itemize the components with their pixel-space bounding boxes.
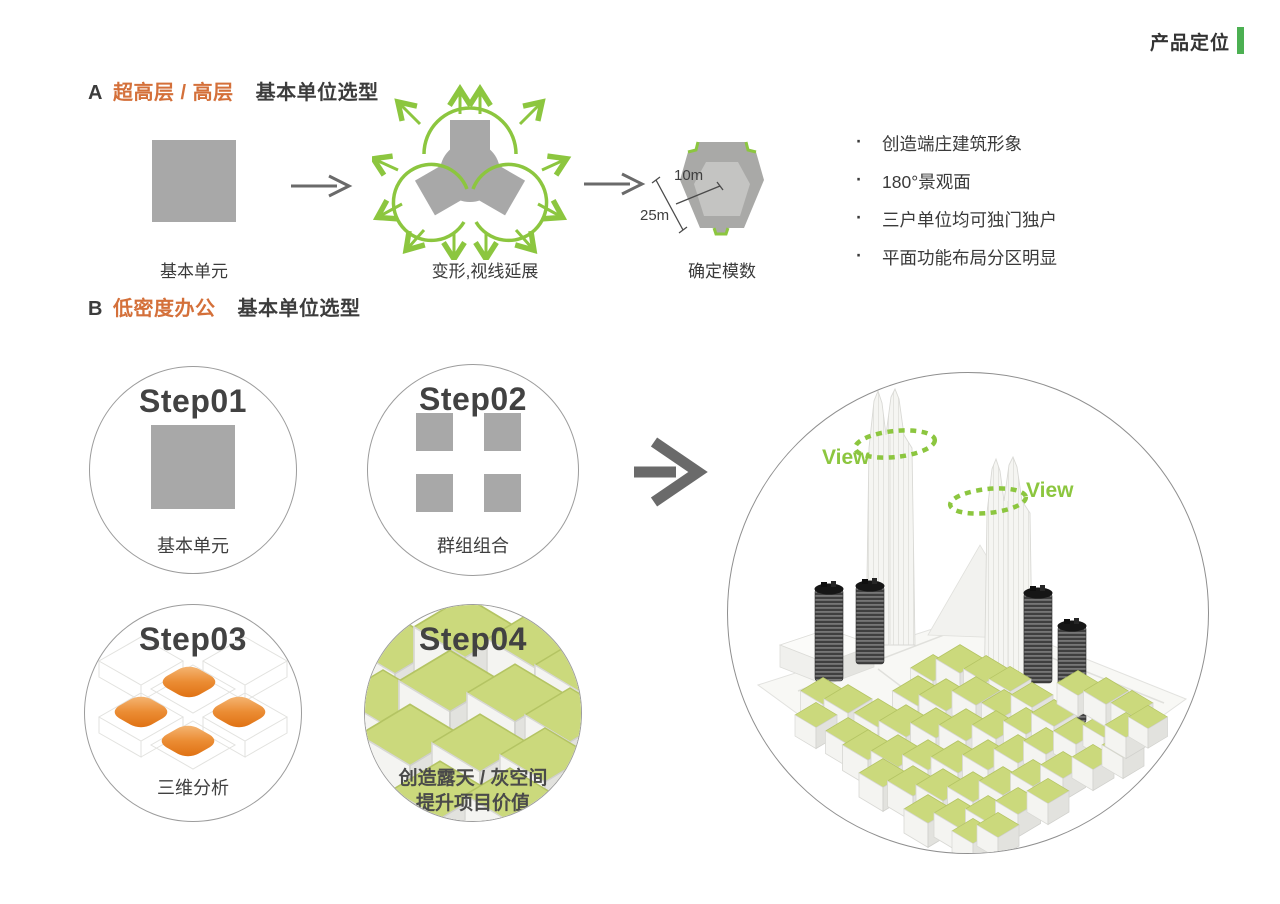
section-b-prefix: B: [88, 298, 103, 320]
bullet-dot: ·: [856, 169, 862, 189]
step04-caption-line1: 创造露天 / 灰空间: [398, 768, 548, 789]
module-diagram: 10m 25m: [640, 141, 764, 236]
morph-label: 变形,视线延展: [431, 262, 539, 281]
bullet-item: · 平面功能布局分区明显: [852, 245, 1057, 270]
section-a-prefix: A: [88, 82, 103, 104]
step02-grid: [416, 413, 521, 512]
bullet-text: 平面功能布局分区明显: [882, 248, 1057, 268]
bullet-dot: ·: [856, 245, 862, 265]
dim-25m: 25m: [640, 207, 669, 224]
step04-caption-line2: 提升项目价值: [415, 793, 530, 814]
masterplan-circle: [727, 372, 1209, 854]
title-accent-bar: [1237, 27, 1244, 54]
bullet-text: 三户单位均可独门独户: [882, 210, 1057, 230]
step03-diagram: [97, 636, 289, 770]
unit-square: [416, 413, 453, 451]
view-rings: [852, 428, 1029, 516]
orange-volumes: [114, 666, 266, 757]
module-green-notches: [687, 141, 757, 236]
basic-unit-label: 基本单元: [160, 262, 228, 281]
view-arcs: [391, 106, 549, 243]
view-ring-right: [947, 486, 1029, 516]
unit-square: [484, 474, 521, 512]
bullet-dot: ·: [856, 131, 862, 151]
dimension-lines: [651, 176, 724, 234]
step04-circle: Step04 创造露天 / 灰空间 提升项目价值: [364, 604, 582, 822]
step02-title: Step02: [419, 381, 527, 417]
step03-title: Step03: [139, 621, 247, 657]
bullet-item: · 三户单位均可独门独户: [852, 207, 1057, 232]
step01-circle: Step01 基本单元: [89, 366, 297, 574]
right-arrow-icon: [291, 174, 353, 198]
step01-title: Step01: [139, 383, 247, 419]
morph-diagram: [372, 84, 572, 260]
unit-square: [484, 413, 521, 451]
view-label-right: View: [1026, 479, 1074, 502]
basic-unit-square: [152, 140, 236, 222]
step01-caption: 基本单元: [157, 536, 229, 556]
step04-title: Step04: [419, 621, 527, 657]
section-a-highlight: 超高层 / 高层: [112, 82, 234, 104]
step02-caption: 群组组合: [437, 536, 509, 556]
bullet-item: · 180°景观面: [852, 169, 1057, 194]
section-b-subtitle: 基本单位选型: [237, 298, 361, 320]
view-label-left: View: [822, 446, 870, 469]
bullet-item: · 创造端庄建筑形象: [852, 131, 1057, 156]
right-arrow-icon: [584, 172, 646, 196]
supertall-towers: [865, 387, 1034, 704]
section-b-heading: B 低密度办公基本单位选型: [88, 292, 360, 321]
view-ring-left: [852, 428, 938, 460]
section-b-highlight: 低密度办公: [112, 298, 216, 320]
dim-10m: 10m: [674, 167, 703, 184]
radial-arrows: [372, 84, 572, 260]
unit-square: [151, 425, 235, 509]
city-render: [756, 387, 1188, 853]
feature-bullets: · 创造端庄建筑形象 · 180°景观面 · 三户单位均可独门独户 · 平面功能布局分区…: [852, 131, 1057, 283]
step03-circle: Step03 三维分析: [84, 604, 302, 822]
section-a-subtitle: 基本单位选型: [255, 82, 379, 104]
big-right-arrow-icon: [634, 437, 708, 507]
module-label: 确定模数: [688, 262, 756, 281]
section-a-heading: A 超高层 / 高层基本单位选型: [88, 76, 379, 105]
step04-render: [365, 605, 581, 821]
bullet-dot: ·: [856, 207, 862, 227]
page-title: 产品定位: [1149, 33, 1230, 54]
bullet-text: 创造端庄建筑形象: [882, 134, 1022, 154]
step02-circle: Step02 群组组合: [367, 364, 579, 576]
bullet-text: 180°景观面: [882, 172, 971, 192]
tri-lobe-shape: [414, 120, 526, 216]
step03-caption: 三维分析: [157, 778, 229, 798]
unit-square: [416, 474, 453, 512]
